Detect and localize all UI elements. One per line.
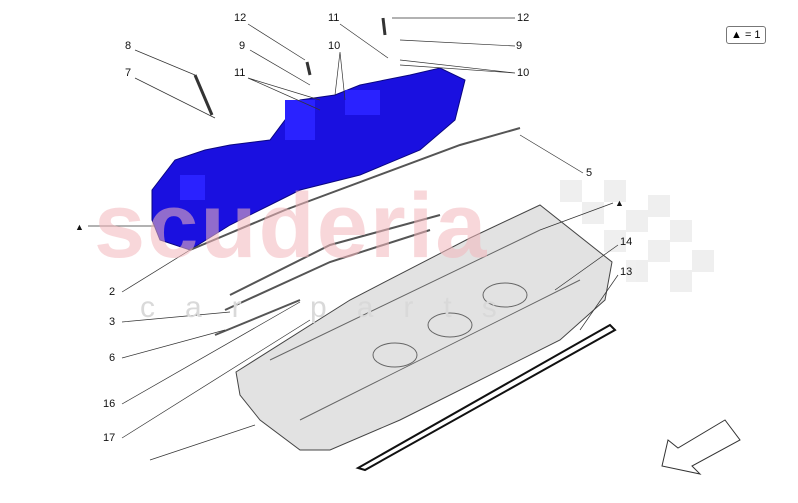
callout-11[interactable]: 11 <box>328 12 340 24</box>
cylinder-head-cover <box>151 67 466 251</box>
checker-flag-watermark <box>560 180 714 292</box>
legend-box: ▲ = 1 <box>726 26 766 44</box>
triangle-marker: ▲ <box>615 198 624 208</box>
head-gasket <box>355 323 617 472</box>
direction-arrow <box>661 419 741 475</box>
callout-7[interactable]: 7 <box>125 67 132 79</box>
callout-9[interactable]: 9 <box>239 40 246 52</box>
callout-2[interactable]: 2 <box>109 286 116 298</box>
callout-10[interactable]: 10 <box>328 40 341 52</box>
callout-10[interactable]: 10 <box>517 67 530 79</box>
callout-3[interactable]: 3 <box>109 316 116 328</box>
callout-14[interactable]: 14 <box>620 236 633 248</box>
callout-11[interactable]: 11 <box>234 67 246 79</box>
callout-12[interactable]: 12 <box>517 12 530 24</box>
watermark: scuderia <box>94 175 489 277</box>
callout-17[interactable]: 17 <box>103 432 116 444</box>
callout-13[interactable]: 13 <box>620 266 633 278</box>
callout-8[interactable]: 8 <box>125 40 132 52</box>
callout-6[interactable]: 6 <box>109 352 116 364</box>
triangle-marker: ▲ <box>75 222 84 232</box>
callout-9[interactable]: 9 <box>516 40 523 52</box>
callout-16[interactable]: 16 <box>103 398 116 410</box>
watermark-sub: car parts <box>140 291 527 324</box>
cylinder-head <box>235 204 613 451</box>
callout-5[interactable]: 5 <box>586 167 593 179</box>
callout-12[interactable]: 12 <box>234 12 247 24</box>
